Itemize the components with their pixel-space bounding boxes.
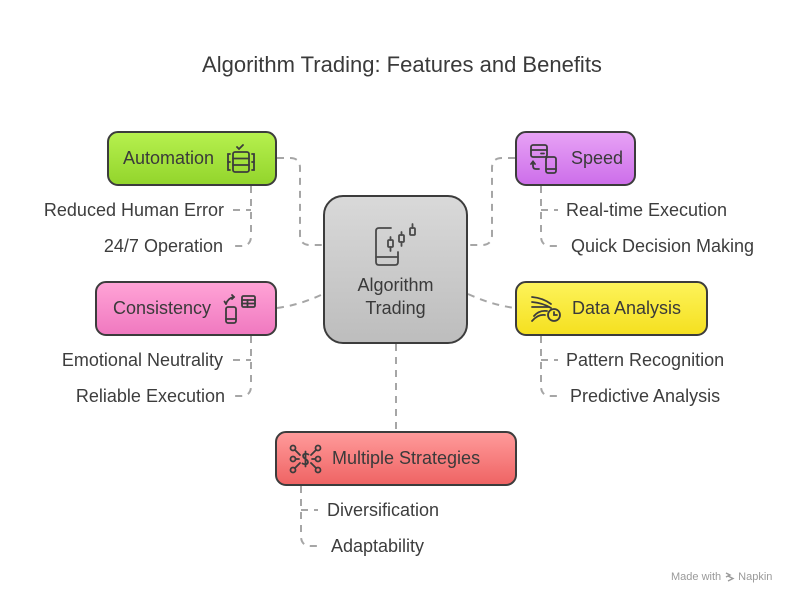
connector-consistency <box>276 293 324 309</box>
branch-node-speed[interactable]: Speed <box>515 131 636 186</box>
branch-node-multiple-strategies[interactable]: Multiple Strategies <box>275 431 517 486</box>
sub-item-24-7-operation: 24/7 Operation <box>103 236 223 256</box>
branch-label: Consistency <box>113 298 212 318</box>
sub-item-pattern-recognition: Pattern Recognition <box>566 350 725 370</box>
phone-sync-table-icon <box>223 293 256 324</box>
data-stream-chart-icon <box>531 295 561 322</box>
made-with-label: Made with <box>671 571 722 583</box>
dollar-network-icon <box>289 444 322 473</box>
branch-node-consistency[interactable]: Consistency <box>95 281 277 336</box>
connector-data-analysis <box>467 293 516 309</box>
sub-item-real-time-execution: Real-time Execution <box>566 200 728 220</box>
branch-node-data-analysis[interactable]: Data Analysis <box>515 281 708 336</box>
branch-node-automation[interactable]: Automation <box>107 131 277 186</box>
card-to-phone-icon <box>530 143 557 174</box>
connector-multi-items <box>300 486 319 547</box>
diagram-title: Algorithm Trading: Features and Benefits <box>202 52 602 77</box>
branch-label: Speed <box>571 148 624 168</box>
connector-automation-items <box>233 186 252 247</box>
sub-item-quick-decision-making: Quick Decision Making <box>571 236 755 256</box>
branch-label: Automation <box>123 148 215 168</box>
napkin-brand-label: Napkin <box>738 571 773 583</box>
made-with-napkin-footer[interactable]: Made with Napkin <box>671 571 772 583</box>
center-label-line1: Algorithm <box>357 274 434 295</box>
center-label-line2: Trading <box>365 297 426 318</box>
sub-item-adaptability: Adaptability <box>331 536 425 556</box>
sub-item-reduced-human-error: Reduced Human Error <box>43 200 224 220</box>
connector-speed-items <box>540 186 559 247</box>
center-node-algorithm-trading[interactable]: Algorithm Trading <box>323 195 468 344</box>
connector-speed <box>468 157 515 246</box>
branch-label: Multiple Strategies <box>332 448 481 468</box>
connector-data-items <box>540 336 559 397</box>
smartphone-candlestick-icon <box>374 222 416 266</box>
connector-automation <box>277 157 323 246</box>
sub-item-emotional-neutrality: Emotional Neutrality <box>61 350 223 370</box>
connector-consistency-items <box>233 336 252 397</box>
sub-item-reliable-execution: Reliable Execution <box>75 386 225 406</box>
branch-label: Data Analysis <box>572 298 682 318</box>
napkin-logo-icon <box>725 571 735 582</box>
sub-item-diversification: Diversification <box>327 500 440 520</box>
sub-item-predictive-analysis: Predictive Analysis <box>570 386 721 406</box>
server-check-icon <box>227 143 255 173</box>
